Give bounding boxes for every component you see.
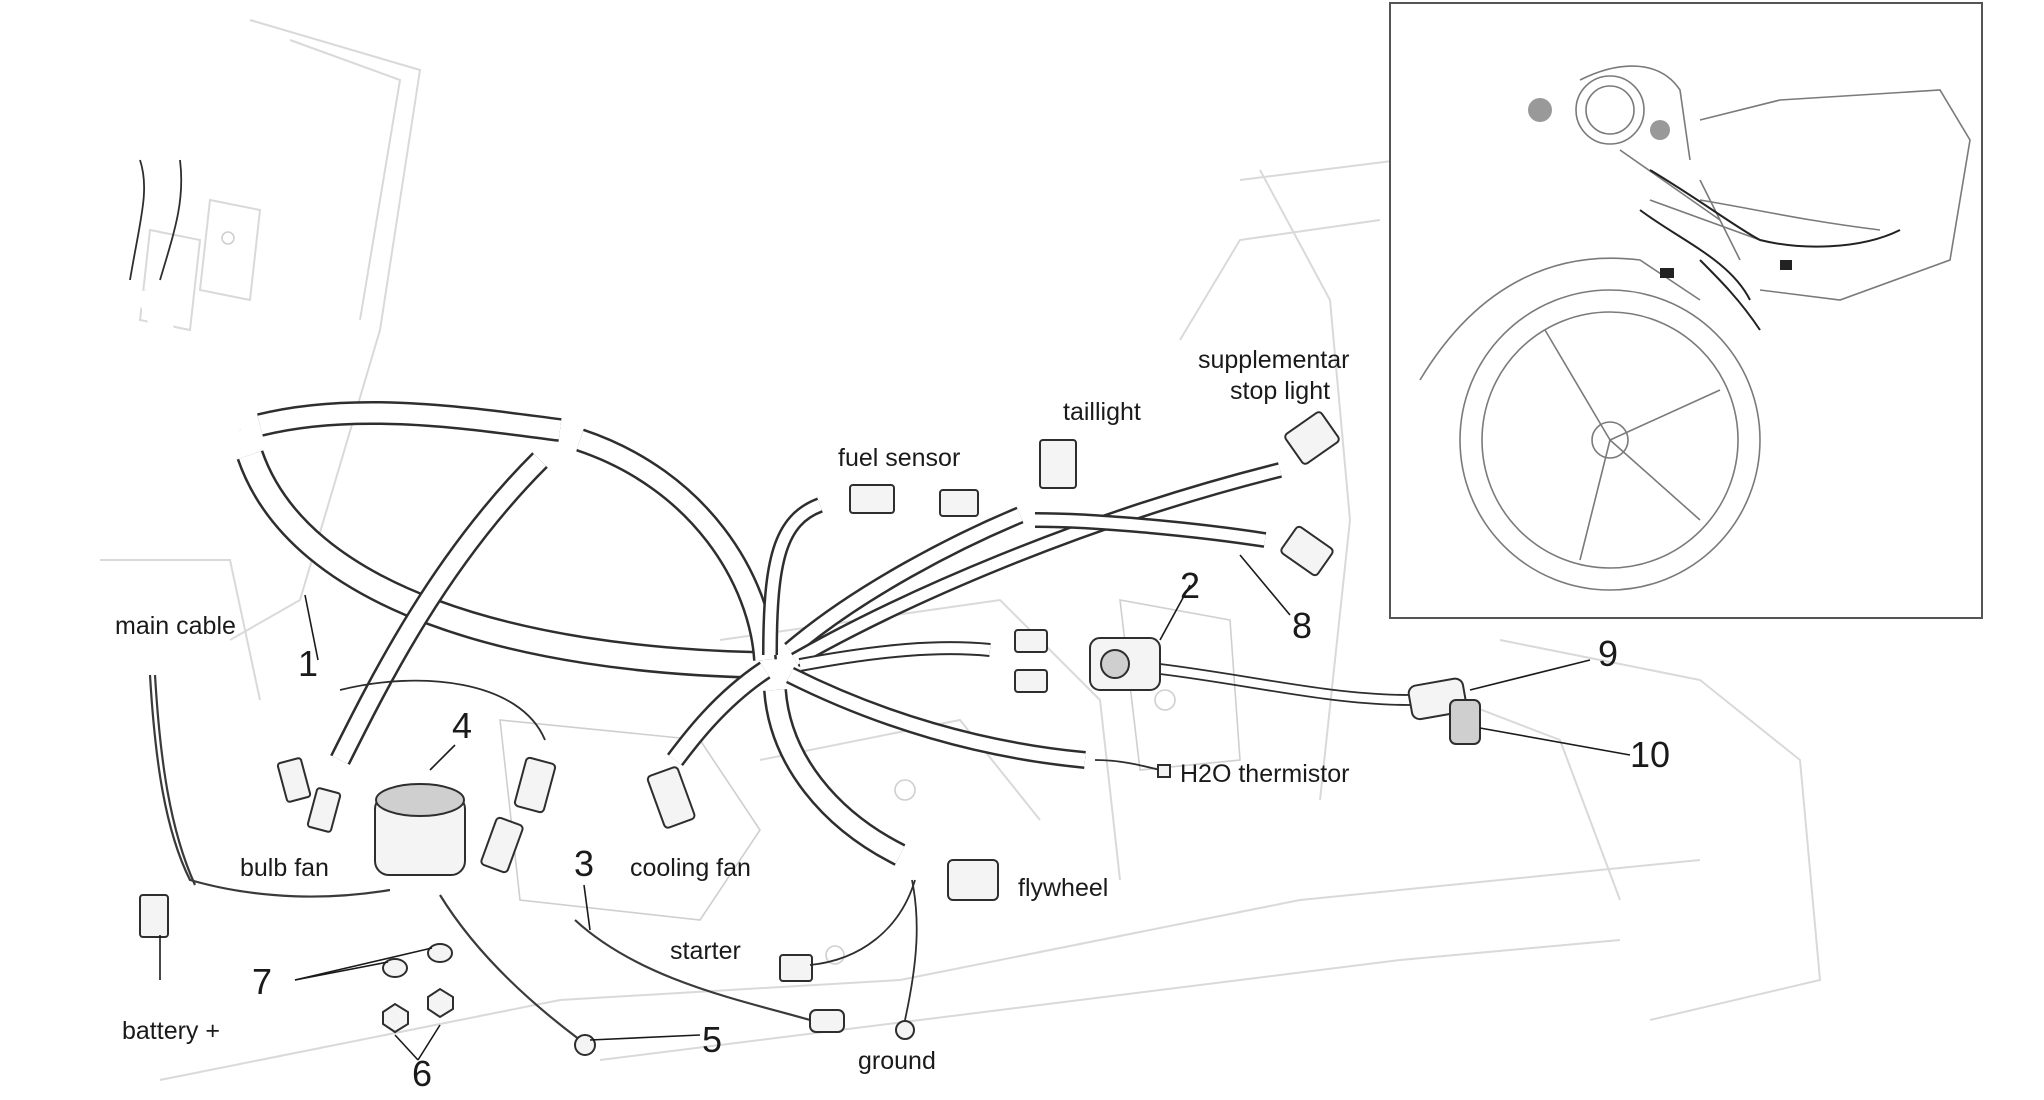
bulb-fan-connector-b [306,787,342,833]
washer-a [382,958,408,978]
label-stop-light: stop light [1230,377,1330,405]
connectors [276,411,1340,1040]
fuel-sensor-plug [939,489,979,517]
text-labels: main cable battery + bulb fan cooling fa… [115,346,1349,1075]
label-battery-plus: battery + [122,1017,220,1045]
harness-connector-8 [1280,525,1334,577]
relay-part-4 [339,679,557,876]
ground-terminal [895,1020,915,1040]
label-flywheel: flywheel [1018,874,1108,902]
main-harness [129,159,1282,866]
relay-socket [513,756,557,814]
part-number-9: 9 [1598,633,1618,674]
label-taillight: taillight [1063,398,1141,426]
cooling-fan-connector [646,766,696,829]
label-supplementar: supplementar [1198,346,1349,374]
label-ground: ground [858,1047,936,1075]
spare-connector-b [1014,669,1048,693]
battery-cables [139,674,845,1056]
sensor-part-2 [1089,637,1411,706]
nut-a [382,1002,409,1034]
bulb-fan-connector-a [276,757,312,803]
part-numbers: 1 2 3 4 5 6 7 8 9 10 [252,565,1670,1094]
part-number-6: 6 [412,1053,432,1094]
battery-terminal [139,894,169,938]
hardware [382,943,454,1034]
part-number-4: 4 [452,705,472,746]
inset-overview [1389,2,1983,619]
part-number-1: 1 [298,643,318,684]
part-number-3: 3 [574,843,594,884]
label-starter: starter [670,937,741,965]
starter-connector [779,954,813,982]
taillight-connector [1039,439,1077,489]
ground-cable-eye [574,1034,596,1056]
stop-light-connector [1284,411,1340,465]
plug-cap-part-9-10 [1407,677,1481,745]
flywheel-connector [947,859,999,901]
label-fuel-sensor: fuel sensor [838,444,960,472]
part-number-10: 10 [1630,734,1670,775]
label-h2o-thermistor: H2O thermistor [1180,760,1349,788]
label-main-cable: main cable [115,612,236,640]
part-number-5: 5 [702,1019,722,1060]
label-bulb-fan: bulb fan [240,854,329,882]
starter-cable-terminal [809,1009,845,1033]
part-number-2: 2 [1180,565,1200,606]
part-number-8: 8 [1292,605,1312,646]
relay-connector [480,816,524,874]
plug-cap-boot [1449,699,1481,745]
thermistor-sensor [1157,764,1171,778]
spare-connector-a [1014,629,1048,653]
washer-b [427,943,453,963]
nut-b [427,987,454,1019]
fuel-sensor-connector [849,484,895,514]
part-number-7: 7 [252,961,272,1002]
leader-lines [159,554,1631,1061]
label-cooling-fan: cooling fan [630,854,751,882]
